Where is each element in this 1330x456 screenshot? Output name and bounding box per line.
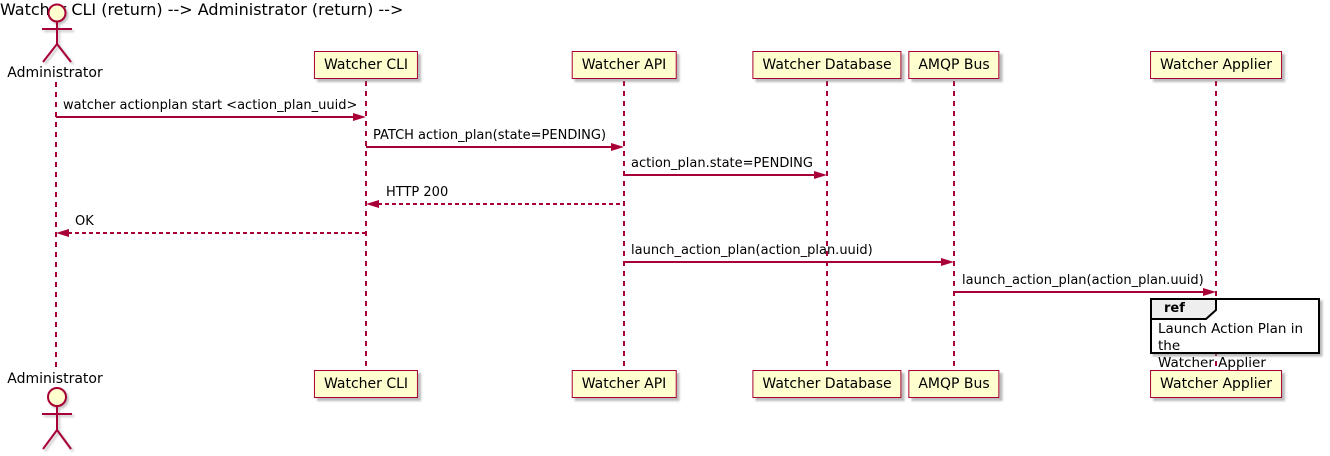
message-line-4 [378,203,624,205]
actor-administrator-icon-top [42,3,72,63]
message-line-1 [56,116,354,118]
actor-label-administrator-top: Administrator [7,65,103,81]
message-line-3 [624,174,815,176]
participant-amqp-bus-bottom: AMQP Bus [908,370,1000,398]
message-line-2 [366,146,612,148]
message-line-7 [954,291,1204,293]
message-label-http-200: HTTP 200 [386,185,449,200]
arrowhead-right-icon [941,257,954,266]
arrowhead-right-icon [814,170,827,179]
participant-watcher-applier-top: Watcher Applier [1150,51,1282,79]
message-label-state-pending: action_plan.state=PENDING [631,156,813,171]
participant-watcher-database-bottom: Watcher Database [752,370,902,398]
ref-fragment: ref Launch Action Plan in the Watcher Ap… [1150,298,1320,371]
lifeline-watcher-api [623,81,625,369]
message-line-5 [68,232,366,234]
message-line-6 [624,261,942,263]
arrowhead-left-icon [366,199,379,208]
participant-watcher-applier-bottom: Watcher Applier [1150,370,1282,398]
participant-watcher-database-top: Watcher Database [752,51,902,79]
ref-keyword: ref [1164,301,1185,316]
lifeline-watcher-cli [365,81,367,369]
arrowhead-right-icon [353,112,366,121]
message-label-launch-action-plan-amqp: launch_action_plan(action_plan.uuid) [962,273,1204,288]
arrowhead-right-icon [611,142,624,151]
lifeline-amqp-bus [953,81,955,369]
arrowhead-left-icon [56,228,69,237]
lifeline-administrator [55,82,57,371]
participant-watcher-api-top: Watcher API [571,51,677,79]
message-label-launch-action-plan-api: launch_action_plan(action_plan.uuid) [631,243,873,258]
actor-administrator-icon-bottom [42,387,72,450]
lifeline-watcher-applier [1215,81,1217,369]
ref-header-pentagon-icon [1150,298,1217,320]
participant-watcher-api-bottom: Watcher API [571,370,677,398]
message-label-ok: OK [75,214,94,229]
arrowhead-right-icon [1203,287,1216,296]
lifeline-watcher-database [826,81,828,369]
actor-label-administrator-bottom: Administrator [7,371,103,387]
participant-watcher-cli-bottom: Watcher CLI [313,370,419,398]
ref-body-text: Launch Action Plan in the Watcher Applie… [1158,321,1304,371]
participant-watcher-cli-top: Watcher CLI [313,51,419,79]
message-label-patch-action-plan: PATCH action_plan(state=PENDING) [373,128,607,143]
message-label-start-actionplan: watcher actionplan start <action_plan_uu… [63,98,358,113]
participant-amqp-bus-top: AMQP Bus [908,51,1000,79]
